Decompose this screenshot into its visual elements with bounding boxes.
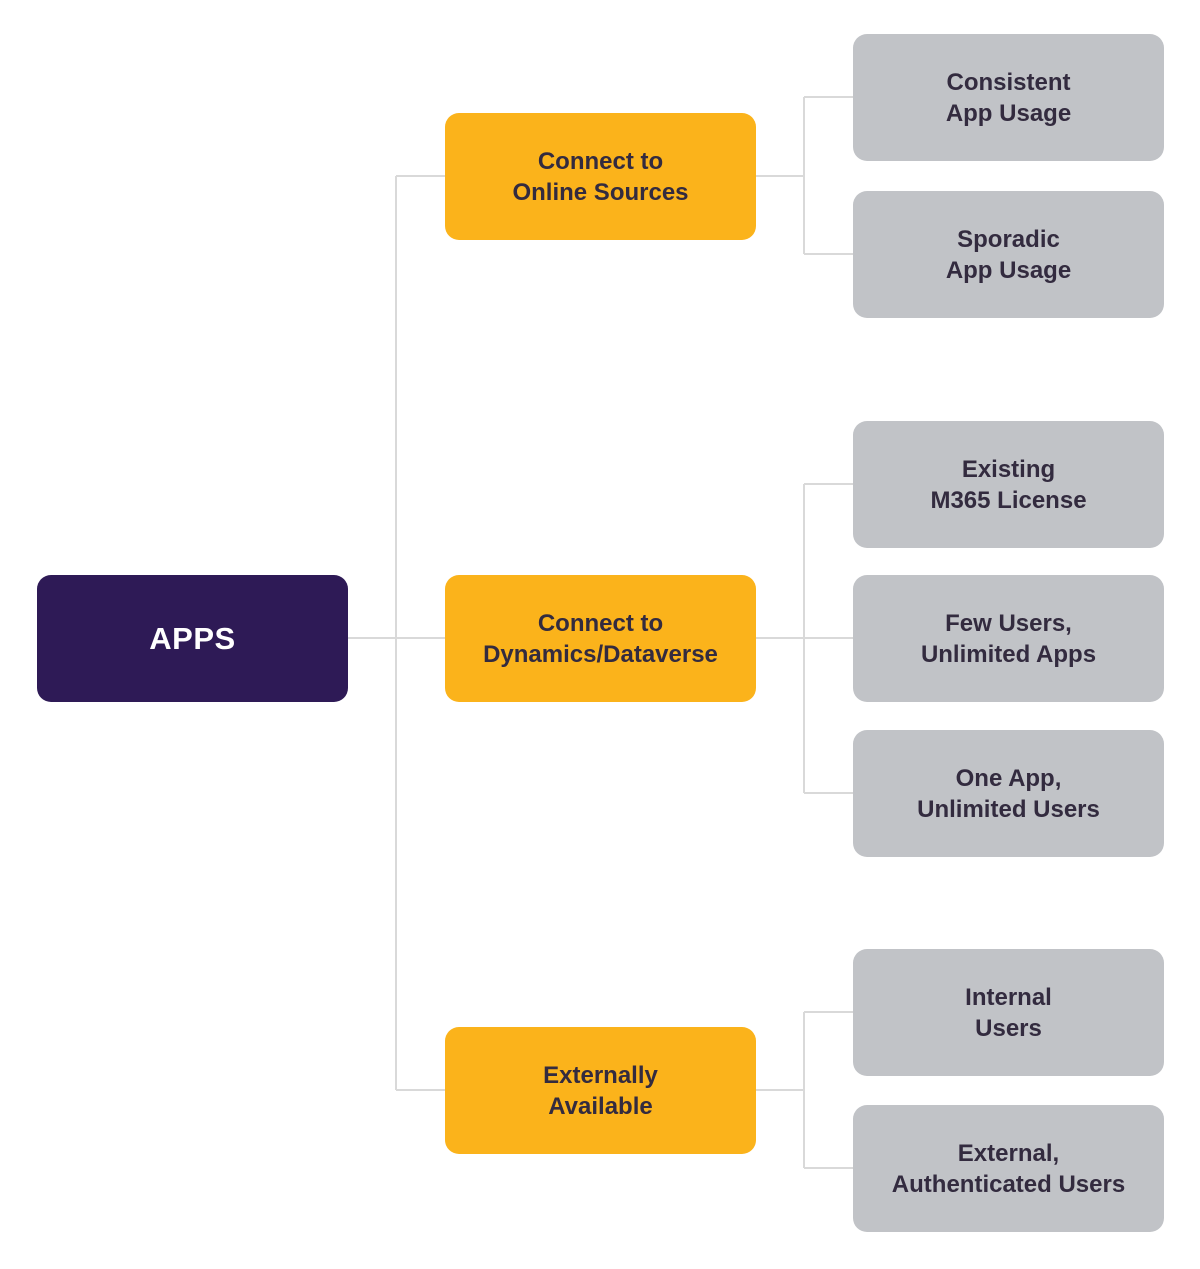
connector-root-to-categories [348,175,445,1091]
option-node-external-authenticated-users: External, Authenticated Users [853,1105,1164,1232]
connector-online-sources-to-options [756,96,853,255]
option-node-sporadic-app-usage: Sporadic App Usage [853,191,1164,318]
option-node-few-users-unlimited-apps: Few Users, Unlimited Apps [853,575,1164,702]
option-node-consistent-app-usage: Consistent App Usage [853,34,1164,161]
connector-externally-available-to-options [756,1011,853,1169]
option-node-existing-m365-license: Existing M365 License [853,421,1164,548]
category-node-online-sources: Connect to Online Sources [445,113,756,240]
connector-dynamics-to-options [756,483,853,794]
category-node-externally-available: Externally Available [445,1027,756,1154]
root-node-apps: APPS [37,575,348,702]
category-node-dynamics-dataverse: Connect to Dynamics/Dataverse [445,575,756,702]
option-node-internal-users: Internal Users [853,949,1164,1076]
option-node-one-app-unlimited-users: One App, Unlimited Users [853,730,1164,857]
